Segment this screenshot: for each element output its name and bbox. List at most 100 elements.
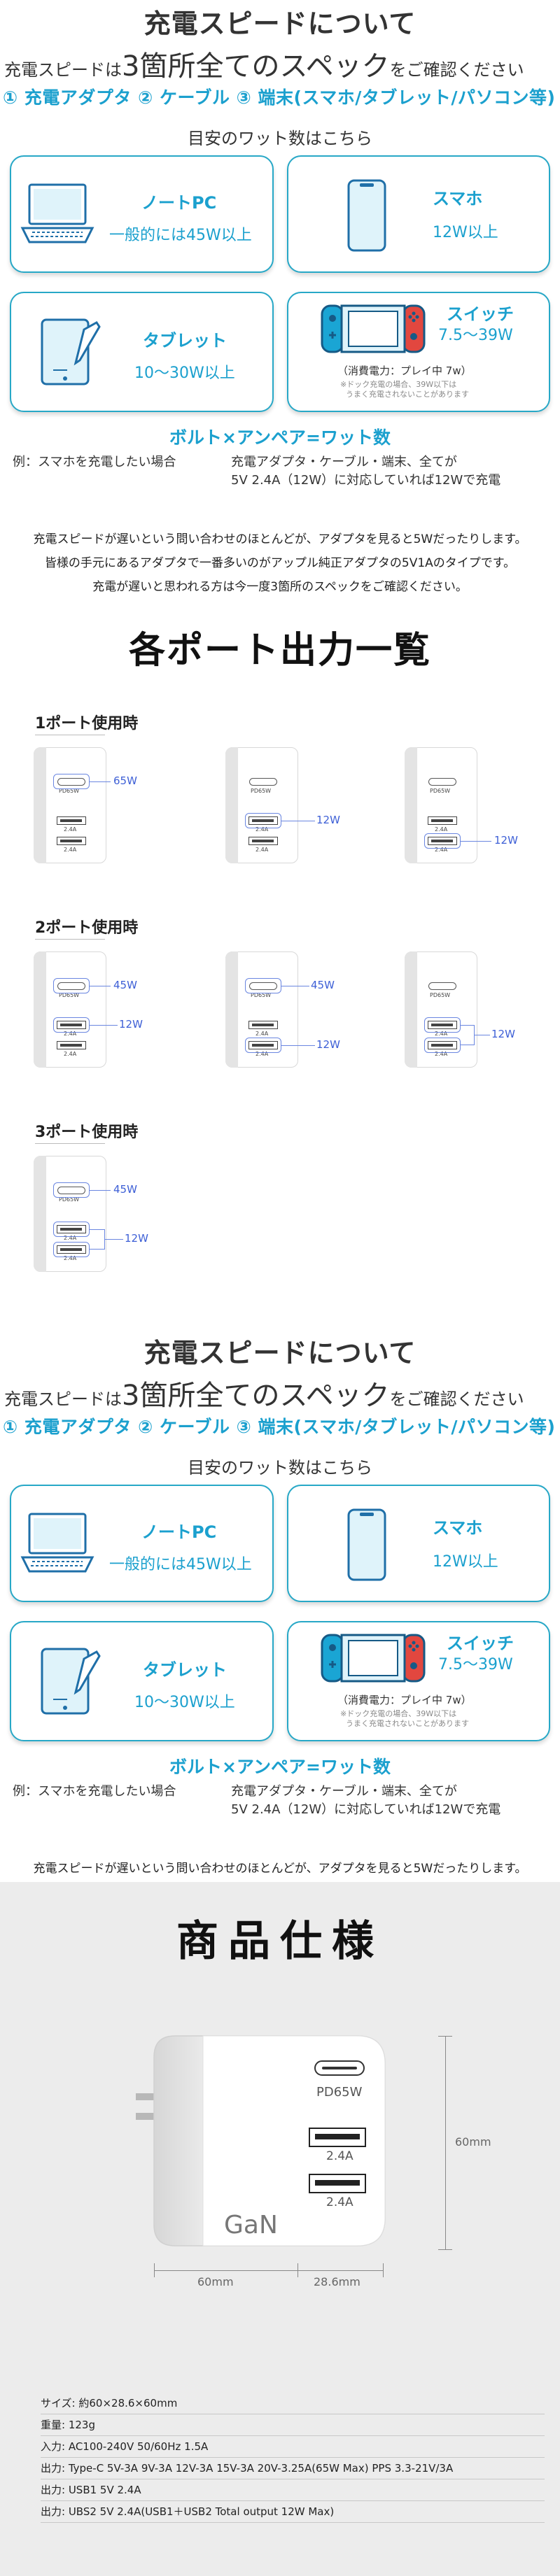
watt-guide-heading: 目安のワット数はこちら [188,129,372,148]
card-notebook-watt: 一般的には45W以上 [109,227,252,244]
card-tablet-watt: 10〜30W以上 [134,365,235,382]
card-phone: スマホ 12W以上 [287,155,550,273]
spec-section: 商品仕様 PD65W 2.4A 2.4 [0,1882,560,2576]
card-notebook: ノートPC 一般的には45W以上 [10,155,274,273]
spec-row: サイズ: 約60×28.6×60mm [41,2393,545,2414]
charger-illustration [136,2035,386,2246]
card-switch-watt: 7.5〜39W [438,1656,513,1673]
product-pd-label: PD65W [316,2085,363,2100]
spec-table: サイズ: 約60×28.6×60mm 重量: 123g 入力: AC100-24… [41,2393,545,2523]
charger-image: PD65W 2.4A 2.4A [34,951,106,1068]
note-2: 皆様の手元にあるアダプタで一番多いのがアップル純正アダプタの5V1Aのタイプです… [44,556,516,570]
divider [35,1143,105,1144]
smartphone-icon [347,179,386,252]
check-three-specs: 充電スピードは3箇所全てのスペックをご確認ください [4,50,524,83]
watt-cards: ノートPC 一般的には45W以上 スマホ 12W以上 タブレット [0,1485,560,1750]
example: 例：スマホを充電したい場合 充電アダプタ・ケーブル・端末、全てが 5V 2.4A… [0,1781,560,1826]
spec-row: 出力: Type-C 5V-3A 9V-3A 12V-3A 15V-3A 20V… [41,2458,545,2479]
spec-title: 商品仕様 [176,1917,384,1966]
note-1: 充電スピードが遅いという問い合わせのほとんどが、アダプタを見ると5Wだったりしま… [33,532,527,546]
card-switch-consumption: （消費電力：プレイ中 7w） [337,365,472,377]
formula: ボルト×アンペア=ワット数 [169,1757,391,1777]
smartphone-icon [347,1508,386,1581]
card-notebook-title: ノートPC [141,193,217,213]
product-brand-logo: GaN [224,2211,278,2239]
card-phone-watt: 12W以上 [433,1553,498,1571]
height-dimension-line [445,2036,446,2249]
example-line-1: 充電アダプタ・ケーブル・端末、全てが [231,1784,457,1799]
card-switch-note-1: ※ドック充電の場合、39W以下は [340,1709,457,1718]
formula: ボルト×アンペア=ワット数 [169,427,391,448]
product-usb2-label: 2.4A [326,2195,354,2209]
card-switch-title: スイッチ [447,304,514,324]
card-notebook: ノートPC 一般的には45W以上 [10,1485,274,1602]
card-switch-title: スイッチ [447,1634,514,1653]
card-notebook-watt: 一般的には45W以上 [109,1556,252,1573]
example-line-2: 5V 2.4A（12W）に対応していれば12Wで充電 [231,473,501,488]
card-tablet: タブレット 10〜30W以上 [10,1621,274,1741]
game-console-icon [321,304,426,353]
speed-title: 充電スピードについて [144,1338,416,1368]
card-tablet-title: タブレット [143,331,227,351]
three-points: ① 充電アダプタ ② ケーブル ③ 端末(スマホ/タブレット/パソコン等) [3,1417,556,1437]
spec-row: 入力: AC100-240V 50/60Hz 1.5A [41,2436,545,2458]
three-port-heading: 3ポート使用時 [35,1124,139,1141]
height-dimension-line [438,2036,452,2037]
card-switch: スイッチ 7.5〜39W （消費電力：プレイ中 7w） ※ドック充電の場合、39… [287,1621,550,1741]
check-three-specs: 充電スピードは3箇所全てのスペックをご確認ください [4,1380,524,1412]
output-12w-label: 12W [119,1018,143,1031]
one-port-heading: 1ポート使用時 [35,715,139,733]
charger-image: PD65W 2.4A 2.4A [225,747,298,863]
tablet-icon [41,1648,101,1715]
output-12w-label: 12W [491,1028,515,1040]
divider [35,939,105,940]
example-line-2: 5V 2.4A（12W）に対応していれば12Wで充電 [231,1802,501,1817]
output-12w-label: 12W [494,834,518,847]
speed-section-2: 充電スピードについて 充電スピードは3箇所全てのスペックをご確認ください ① 充… [0,1329,560,1923]
height-dimension-line [438,2249,452,2250]
card-phone: スマホ 12W以上 [287,1485,550,1602]
game-console-icon [321,1634,426,1683]
three-points: ① 充電アダプタ ② ケーブル ③ 端末(スマホ/タブレット/パソコン等) [3,87,556,108]
port-output-title: 各ポート出力一覧 [128,630,431,672]
charger-image: PD65W 2.4A 2.4A [405,747,477,863]
speed-section-1: 充電スピードについて 充電スピードは3箇所全てのスペックをご確認ください ① 充… [0,0,560,594]
output-45w-label: 45W [311,979,335,991]
card-tablet-watt: 10〜30W以上 [134,1694,235,1711]
card-tablet: タブレット 10〜30W以上 [10,292,274,412]
depth-dimension-line [383,2263,384,2277]
charger-image: PD65W 2.4A 2.4A [34,747,106,863]
speed-title: 充電スピードについて [144,8,416,39]
charger-image: PD65W 2.4A 2.4A [225,951,298,1068]
depth-dimension-line [298,2270,383,2271]
depth-dimension: 28.6mm [314,2275,360,2288]
card-switch-note-1: ※ドック充電の場合、39W以下は [340,380,457,389]
example-line-1: 充電アダプタ・ケーブル・端末、全てが [231,455,457,469]
tablet-icon [41,318,101,385]
width-dimension-line [154,2263,155,2277]
card-switch-note-2: うまく充電されないことがあります [346,390,469,399]
card-notebook-title: ノートPC [141,1522,217,1542]
card-switch: スイッチ 7.5〜39W （消費電力：プレイ中 7w） ※ドック充電の場合、39… [287,292,550,412]
output-65w-label: 65W [113,774,137,787]
charger-image: PD65W 2.4A 2.4A [34,1156,106,1272]
port-output-section: 各ポート出力一覧 1ポート使用時 2ポート使用時 3ポート使用時 PD65W 2… [0,623,560,1301]
laptop-icon [20,183,94,243]
output-12w-label: 12W [125,1232,148,1245]
card-phone-title: スマホ [433,1518,483,1538]
card-tablet-title: タブレット [143,1660,227,1680]
product-usb1-label: 2.4A [326,2149,354,2163]
height-dimension: 60mm [455,2135,491,2149]
example-label: 例：スマホを充電したい場合 [13,455,176,469]
output-45w-label: 45W [113,979,137,991]
speed-notes: 充電スピードが遅いという問い合わせのほとんどが、アダプタを見ると5Wだったりしま… [0,528,560,599]
width-dimension: 60mm [197,2275,234,2288]
card-phone-title: スマホ [433,189,483,208]
example-label: 例：スマホを充電したい場合 [13,1784,176,1799]
watt-cards: ノートPC 一般的には45W以上 スマホ 12W以上 タブレット [0,155,560,421]
charger-image: PD65W 2.4A 2.4A [405,951,477,1068]
card-switch-watt: 7.5〜39W [438,327,513,344]
spec-row: 出力: UBS2 5V 2.4A(USB1＋USB2 Total output … [41,2501,545,2523]
card-switch-consumption: （消費電力：プレイ中 7w） [337,1694,472,1706]
